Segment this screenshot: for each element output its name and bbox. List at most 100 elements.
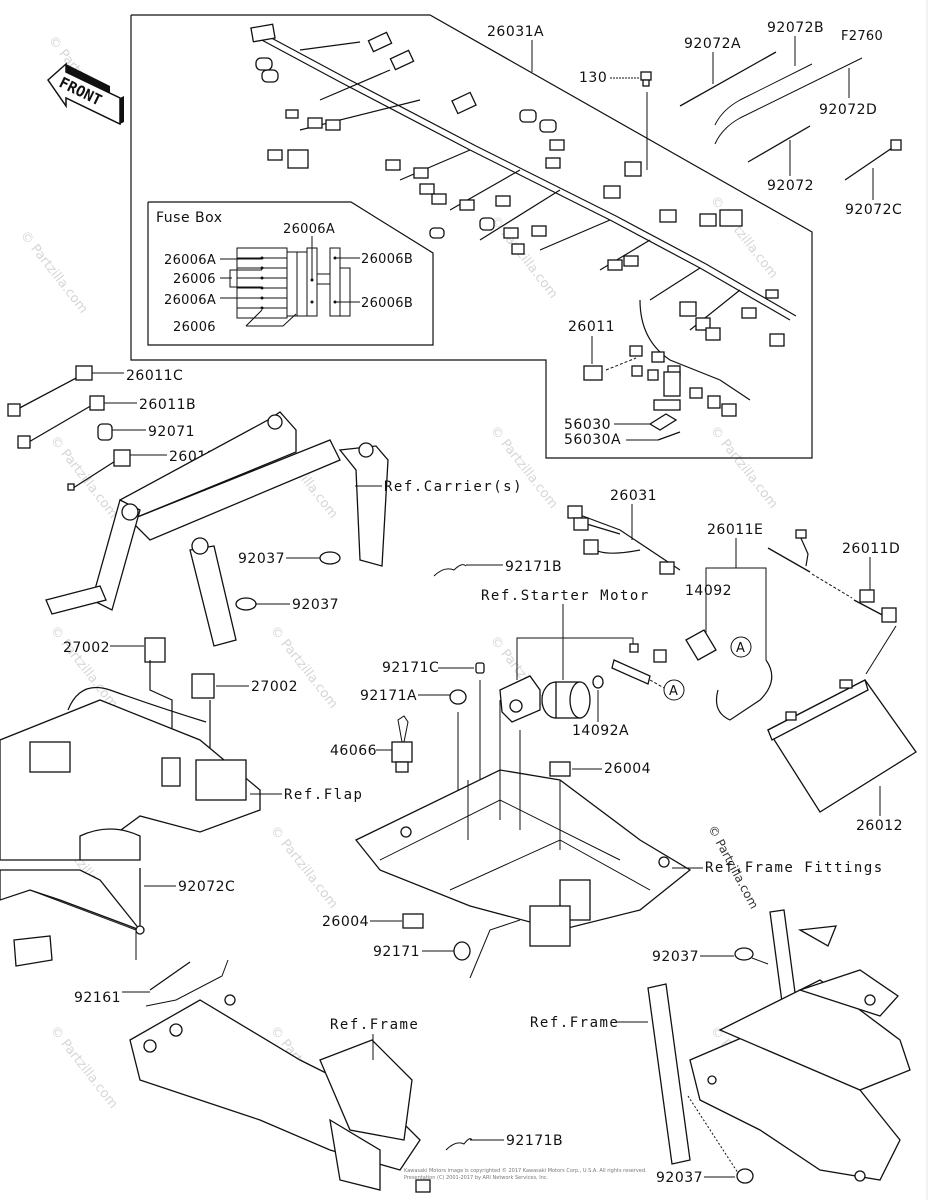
part-label-26031A[interactable]: 26031A [487,24,544,40]
sub-harness-parts [7,365,131,491]
part-label-26011C[interactable]: 26011C [126,368,183,384]
carrier-frame-drawing [45,411,389,647]
battery-26012-drawing [767,625,917,813]
part-label-26006[interactable]: 26006 [173,272,216,287]
part-label-92171B[interactable]: 92171B [506,1133,563,1149]
part-label-92072C[interactable]: 92072C [845,202,902,218]
part-label-26031[interactable]: 26031 [610,488,657,504]
part-label-92071[interactable]: 92071 [148,424,195,440]
watermark: © Partzilla.com [487,423,561,511]
starter-motor-icon [541,643,667,719]
part-label-26006A[interactable]: 26006A [164,253,216,268]
ref-label-frame[interactable]: Ref.Frame [530,1015,619,1031]
callout-a: A [669,684,678,699]
part-label-14092A[interactable]: 14092A [572,723,629,739]
clamp-92171B-icon [445,1138,473,1151]
watermark: © Partzilla.com [47,1023,121,1111]
part-label-26011D[interactable]: 26011D [842,541,900,557]
part-label-56030[interactable]: 56030 [564,417,611,433]
part-label-26006A[interactable]: 26006A [164,293,216,308]
connector-26004-icon [402,913,424,929]
watermark: © Partzilla.com [17,228,91,316]
boot-cover-icon [499,675,541,723]
part-label-92072[interactable]: 92072 [767,178,814,194]
relay-27002-icon [191,673,215,699]
connector-26011-icon [583,365,603,381]
part-label-26006[interactable]: 26006 [173,320,216,335]
copyright-line-2: Presentation (C) 2001-2017 by ARI Networ… [404,1175,549,1181]
part-label-130[interactable]: 130 [579,70,607,86]
part-label-92072D[interactable]: 92072D [819,102,877,118]
part-label-27002[interactable]: 27002 [63,640,110,656]
ref-label-starter-motor[interactable]: Ref.Starter Motor [481,588,650,604]
part-label-26006B[interactable]: 26006B [361,296,413,311]
part-label-92072C[interactable]: 92072C [178,879,235,895]
ref-label-carrier[interactable]: Ref.Carrier(s) [384,479,523,495]
watermark: © Partzilla.com [267,823,341,911]
watermark: © Partzilla.com [487,213,561,301]
part-label-92171[interactable]: 92171 [373,944,420,960]
part-label-26006A[interactable]: 26006A [283,222,335,237]
ref-label-frame-fittings[interactable]: Ref.Frame Fittings [705,860,884,876]
part-label-27002[interactable]: 27002 [251,679,298,695]
part-label-26006B[interactable]: 26006B [361,252,413,267]
cover-14092-icon [685,629,717,661]
part-label-26011B[interactable]: 26011B [139,397,196,413]
callout-a-circle [663,679,685,701]
part-label-92171C[interactable]: 92171C [382,660,439,676]
clamp-92171-icon [453,941,471,961]
copyright-line-1: Kawasaki Motors image is copyrighted © 2… [404,1167,647,1174]
part-label-92072B[interactable]: 92072B [767,20,824,36]
grommet-92037-icon [734,947,754,961]
sub-harness-26031 [567,505,681,575]
grommet-92037-icon [319,551,341,565]
fuse-box-icon [236,247,351,319]
harness-group-border [130,14,813,459]
ref-label-flap[interactable]: Ref.Flap [284,787,363,803]
connector-26004-icon [549,761,571,777]
part-label-92037[interactable]: 92037 [238,551,285,567]
part-label-92171B[interactable]: 92171B [505,559,562,575]
part-label-F2760[interactable]: F2760 [841,29,883,44]
clamp-92171B-icon [433,564,467,577]
lower-left-frame [129,959,431,1193]
label-56030-icon [648,413,678,431]
callout-a: A [736,641,745,656]
part-label-26011[interactable]: 26011 [568,319,615,335]
ref-label-frame[interactable]: Ref.Frame [330,1017,419,1033]
part-label-26004[interactable]: 26004 [604,761,651,777]
part-label-92037[interactable]: 92037 [292,597,339,613]
sub-harness-26011D [767,529,897,623]
part-label-14092[interactable]: 14092 [685,583,732,599]
part-label-56030A[interactable]: 56030A [564,432,621,448]
watermark: © Partzilla.com [267,623,341,711]
watermark: © Partzilla.com [707,193,781,281]
part-label-26012[interactable]: 26012 [856,818,903,834]
part-label-92161[interactable]: 92161 [74,990,121,1006]
relay-27002-icon [144,637,166,663]
main-harness-26031A [250,23,797,417]
part-label-92171A[interactable]: 92171A [360,688,417,704]
watermark: © Partzilla.com [47,623,121,711]
part-label-26004[interactable]: 26004 [322,914,369,930]
part-label-46066[interactable]: 46066 [330,743,377,759]
part-label-92037[interactable]: 92037 [656,1170,703,1186]
lower-left-panel [0,868,145,967]
part-label-92072A[interactable]: 92072A [684,36,741,52]
center-tray-drawing [354,700,692,947]
grommet-92037-icon [235,597,257,611]
bolt-130-icon [640,71,652,87]
front-arrow-icon: FRONT [47,62,124,126]
part-label-92037[interactable]: 92037 [652,949,699,965]
watermark: © Partzilla.com [707,423,781,511]
callout-a-circle [730,636,752,658]
clamp-92171C-icon [475,662,485,674]
cable-ties [679,51,902,181]
fuse-box-title: Fuse Box [156,210,223,226]
grommet-92037-icon [736,1168,754,1184]
part-label-26011E[interactable]: 26011E [707,522,763,538]
clamp-92171A-icon [449,689,467,705]
lower-right-frame [647,909,911,1182]
fuse-box-group: Fuse Box [147,201,434,346]
